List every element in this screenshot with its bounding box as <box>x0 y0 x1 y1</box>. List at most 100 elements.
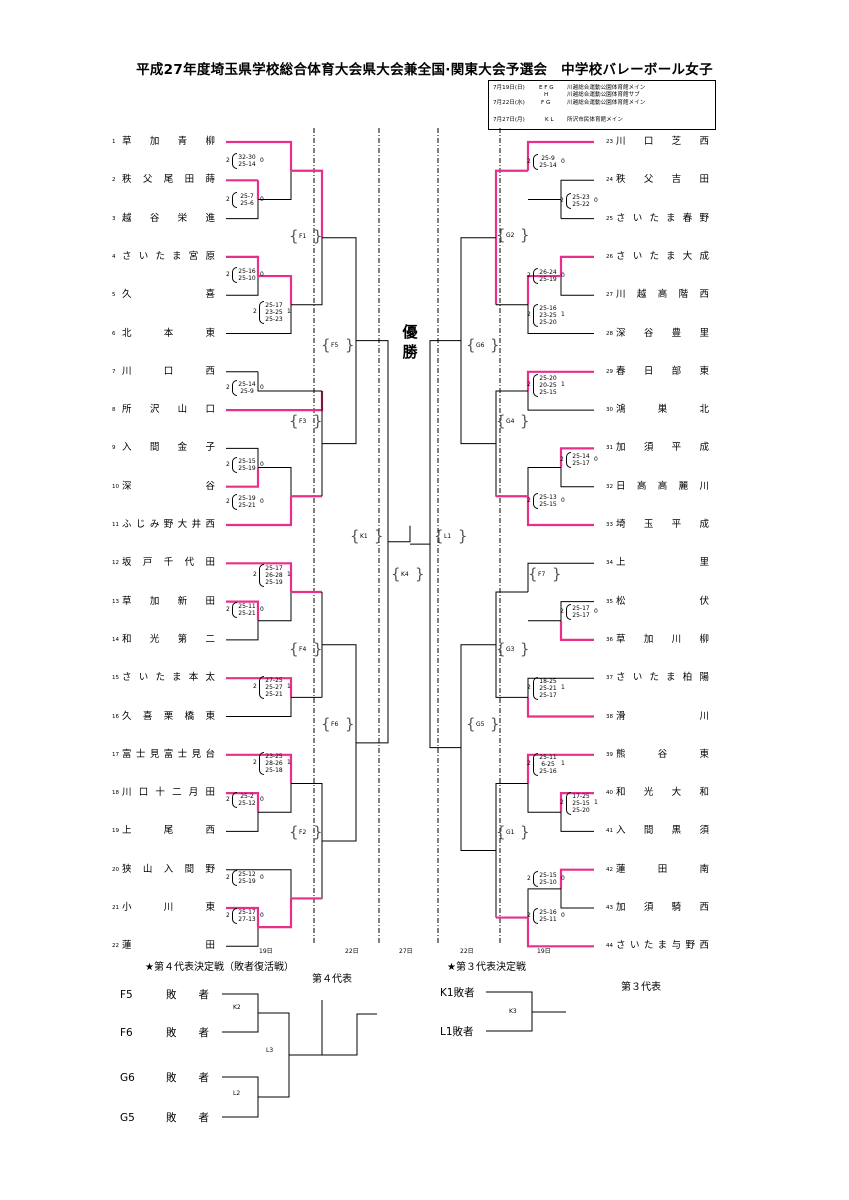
winner-line <box>226 677 293 698</box>
set-score: 25-16 <box>539 909 557 916</box>
set-score: 25-19 <box>238 465 256 472</box>
games-won: 2 <box>226 157 230 164</box>
match-brace: { <box>466 715 476 733</box>
games-won: 2 <box>527 875 531 882</box>
team-number: 40 <box>606 790 613 797</box>
set-score: 25-14 <box>572 453 590 460</box>
winner-line <box>258 274 293 305</box>
games-won: 2 <box>560 197 564 204</box>
team-name: 加須騎西 <box>616 902 709 913</box>
match-brace: } <box>374 527 384 545</box>
winner-line <box>526 697 594 718</box>
games-won: 2 <box>560 799 564 806</box>
match-brace: { <box>321 715 331 733</box>
set-score: 25-20 <box>539 374 557 382</box>
loser-text: 敗者 <box>166 989 231 1001</box>
team-number: 14 <box>112 636 119 643</box>
team-number: 32 <box>606 483 613 490</box>
bracket-line <box>258 592 292 622</box>
bracket-line <box>226 447 259 468</box>
match-label: L3 <box>266 1047 274 1054</box>
bracket-line <box>226 812 259 832</box>
schedule-date: 7月22日(水) <box>493 100 525 106</box>
team-name: ふじみ野大井西 <box>122 519 215 530</box>
score-brace <box>533 268 538 284</box>
team-name: さいたま本太 <box>122 672 215 684</box>
bracket-line <box>258 467 292 497</box>
set-score: 23-25 <box>265 308 283 316</box>
games-won: 2 <box>226 271 230 278</box>
set-score: 25-17 <box>572 612 590 619</box>
team-name: 深谷豊里 <box>616 327 709 339</box>
team-name: 春日部東 <box>616 365 709 377</box>
set-score: 25-13 <box>539 494 557 501</box>
team-name: 草加青柳 <box>122 136 215 147</box>
match-brace: { <box>289 823 299 841</box>
games-won: 2 <box>226 606 230 613</box>
winner-line <box>226 496 293 527</box>
team-name: 日高高麗川 <box>616 480 709 492</box>
day-label: 19日 <box>537 948 551 955</box>
schedule-courts: F G <box>541 100 551 106</box>
bracket-line <box>560 467 594 488</box>
team-number: 27 <box>606 292 613 299</box>
set-score: 25-17 <box>572 460 590 467</box>
match-brace: { <box>466 336 476 354</box>
match-brace: { <box>289 227 299 245</box>
games-won: 2 <box>226 874 230 881</box>
set-score: 25-21 <box>265 690 283 698</box>
match-brace: } <box>345 715 355 733</box>
set-score: 25-16 <box>238 268 256 275</box>
match-label: F7 <box>538 571 546 578</box>
winner-line <box>526 917 594 948</box>
games-won: 2 <box>253 683 257 690</box>
bracket-line <box>527 677 594 698</box>
set-score: 25-21 <box>539 684 557 692</box>
games-lost: 1 <box>287 571 291 578</box>
team-number: 29 <box>606 368 613 375</box>
set-score: 25-21 <box>238 502 256 509</box>
bracket-line <box>226 869 292 899</box>
set-score: 17-25 <box>572 792 590 800</box>
games-lost: 0 <box>594 197 598 204</box>
match-label: F1 <box>299 233 307 240</box>
set-score: 28-26 <box>265 759 283 767</box>
team-number: 43 <box>606 905 613 911</box>
set-score: 25-14 <box>539 162 557 169</box>
schedule-courts: H <box>544 92 549 98</box>
score-brace <box>533 676 538 700</box>
team-name: さいたま与野西 <box>616 940 709 952</box>
team-number: 13 <box>112 598 119 605</box>
games-won: 2 <box>527 311 531 318</box>
set-score: 25-27 <box>265 683 283 691</box>
match-label: F5 <box>331 342 339 349</box>
match-label: G5 <box>476 721 485 728</box>
match-label: G2 <box>506 232 515 239</box>
day-label: 19日 <box>259 948 273 955</box>
score-brace <box>566 452 571 468</box>
team-name: さいたま宮原 <box>122 250 215 262</box>
games-won: 2 <box>253 308 257 315</box>
bracket-line <box>291 237 323 306</box>
team-name: 久喜栗橋東 <box>122 710 215 722</box>
bracket-line <box>322 644 357 842</box>
score-brace <box>259 751 264 775</box>
